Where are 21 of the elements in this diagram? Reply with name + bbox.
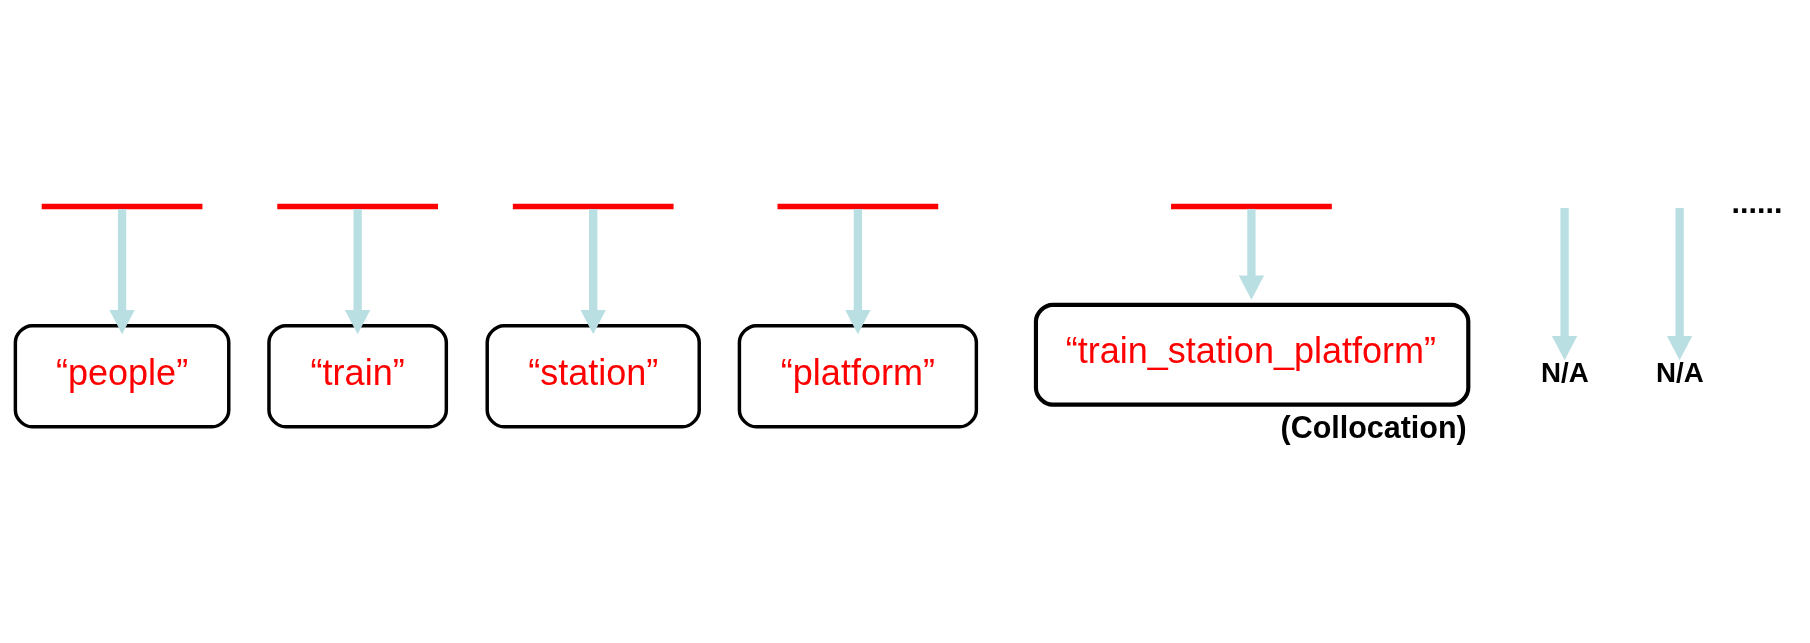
- node-bar: [277, 203, 438, 210]
- node-bar: [41, 203, 203, 210]
- node-text: N/A: [1656, 356, 1704, 388]
- node-bar: [777, 203, 939, 210]
- node-bar: [1171, 203, 1332, 210]
- label: ......: [1731, 184, 1783, 219]
- node-bar: [512, 203, 674, 210]
- arrow: [1551, 208, 1578, 361]
- arrow: [344, 208, 371, 335]
- node-box: “platform”: [737, 323, 979, 429]
- arrow: [1666, 208, 1693, 361]
- node-label: (Collocation): [1280, 410, 1467, 445]
- arrow: [580, 208, 606, 335]
- node-box: “train”: [267, 323, 449, 429]
- arrow: [1238, 208, 1265, 300]
- node-box: “station”: [485, 323, 701, 429]
- node-text: N/A: [1541, 356, 1589, 388]
- node-box: “people”: [13, 323, 231, 429]
- arrow: [109, 208, 135, 335]
- node-box: “train_station_platform”: [1033, 302, 1471, 407]
- arrow: [845, 208, 871, 335]
